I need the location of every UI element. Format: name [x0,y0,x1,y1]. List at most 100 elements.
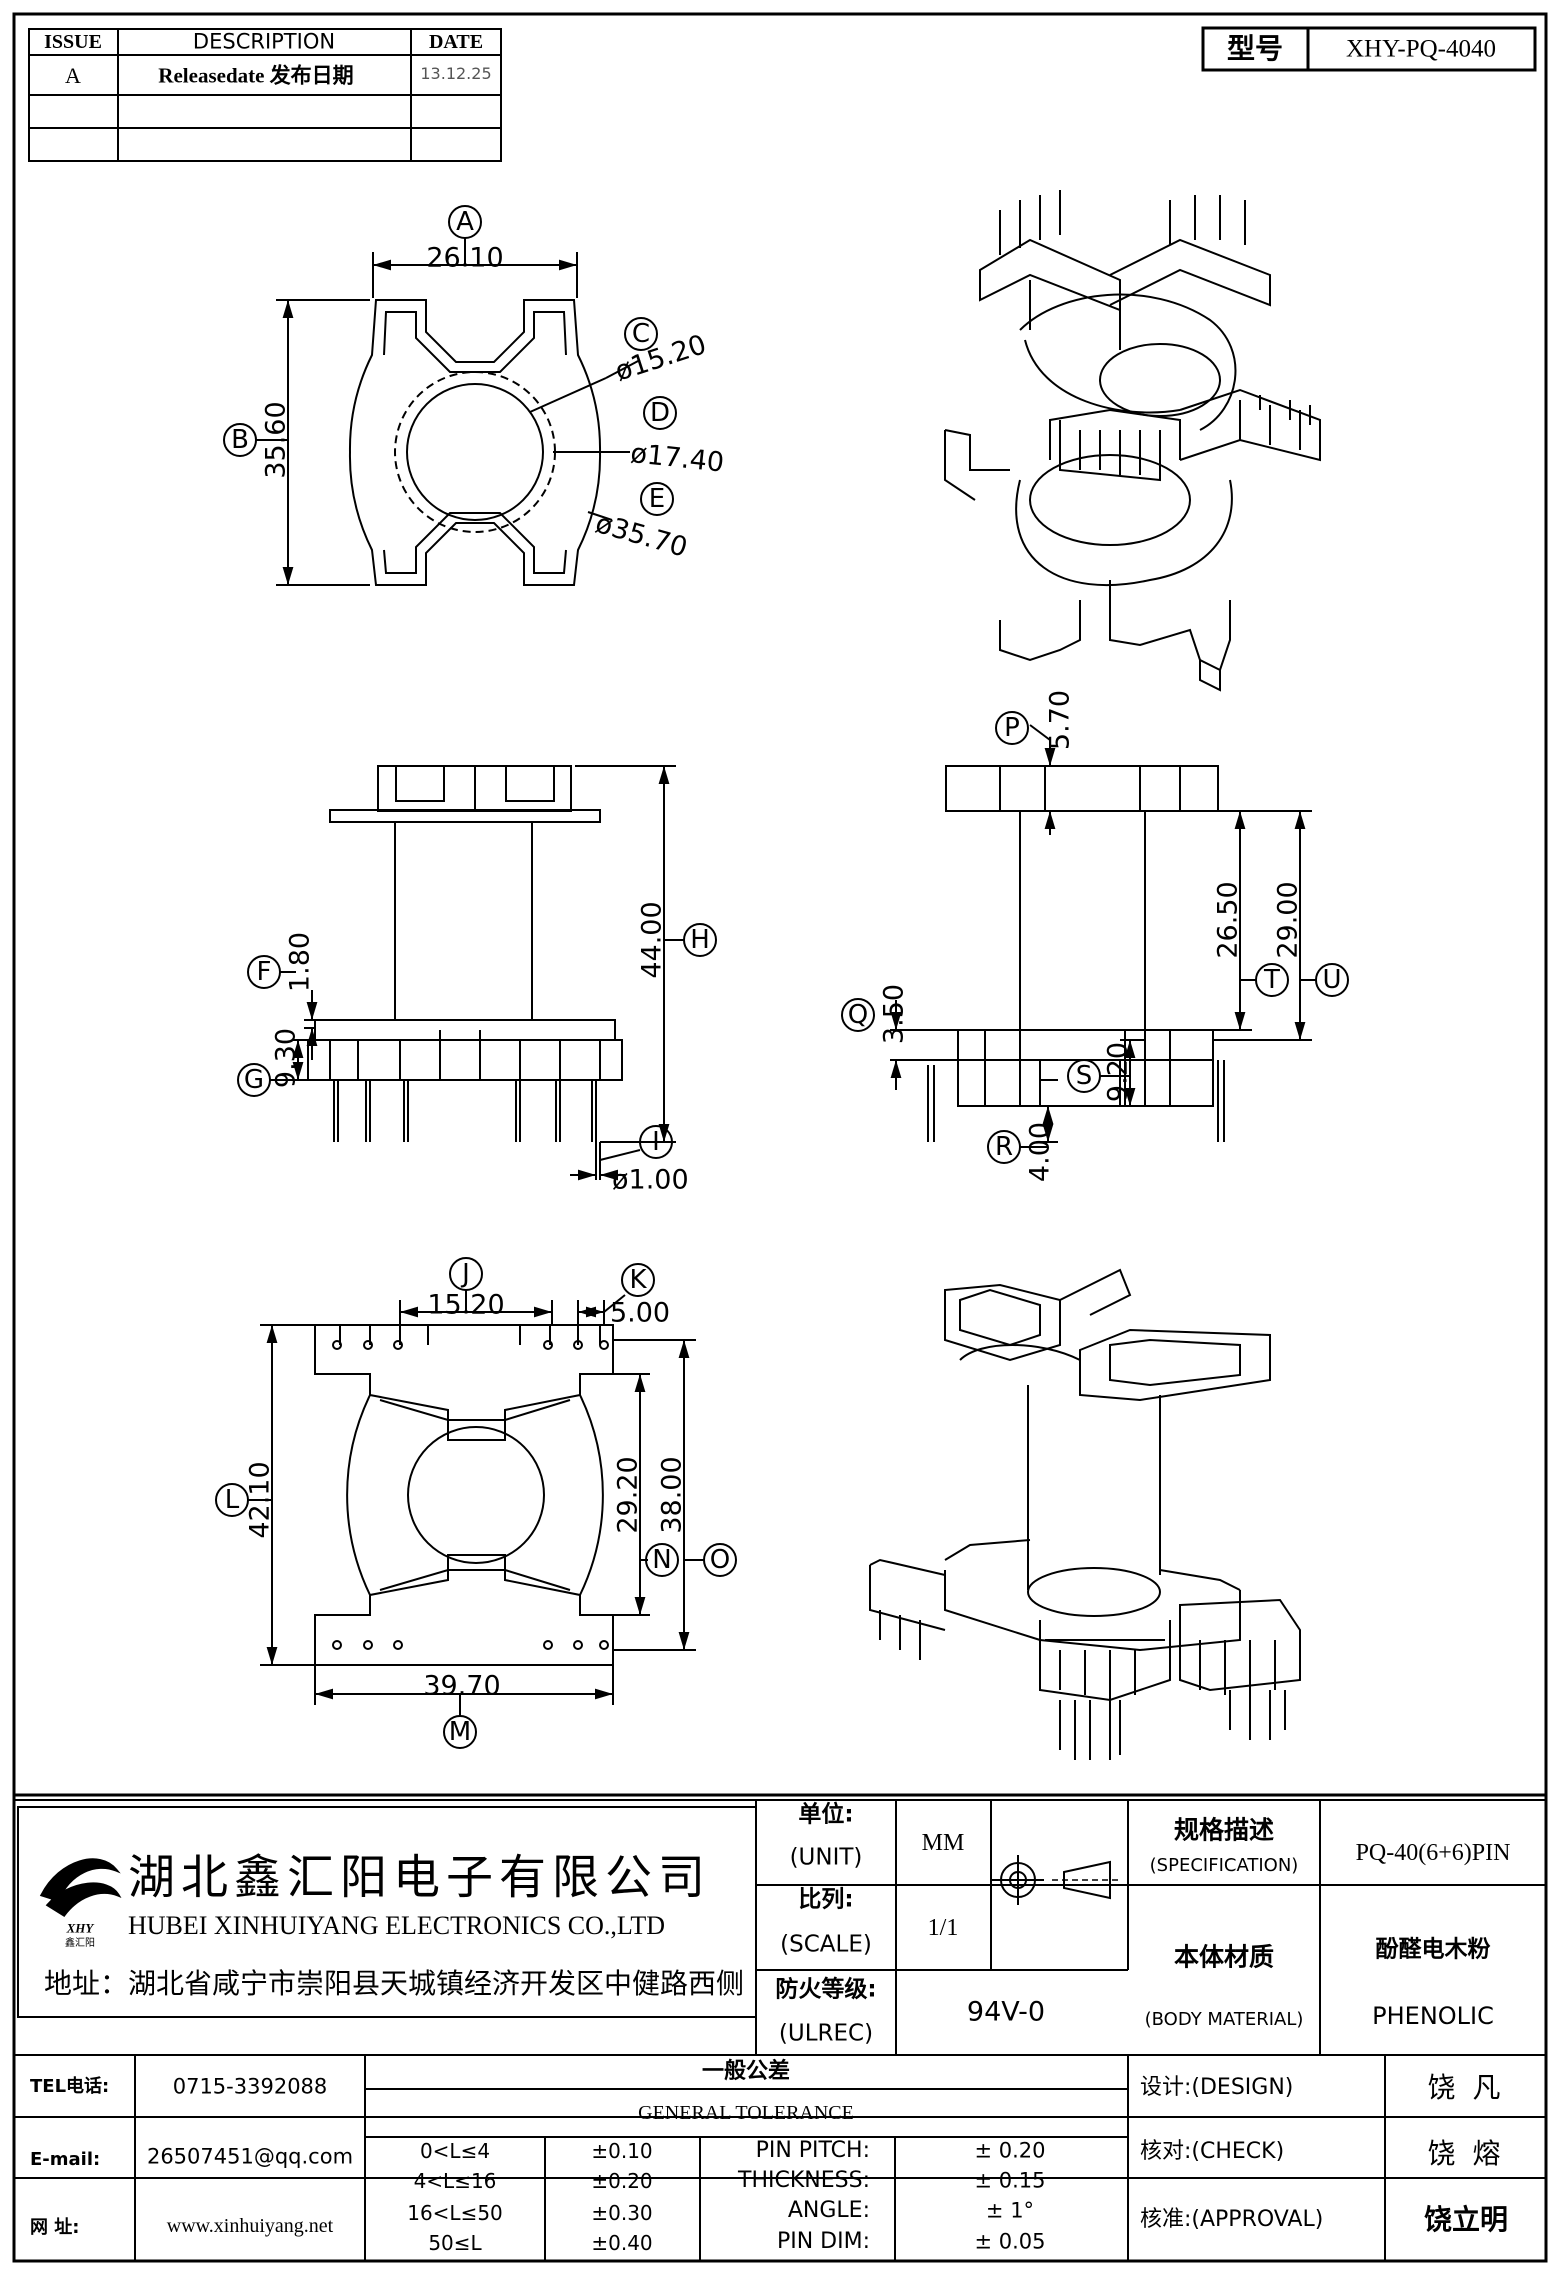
dim-i: ø1.00 [612,1164,689,1196]
tolerance-title-en: GENERAL TOLERANCE [638,2102,854,2124]
balloon-q: Q [847,1000,869,1030]
material-label-en: (BODY MATERIAL) [1144,2009,1304,2030]
tolerance-value-3: ±0.30 [591,2201,653,2225]
balloon-m: M [448,1717,472,1747]
signature-approval-name: 饶立明 [1423,2203,1509,2236]
tolerance-range-1: 0<L≤4 [419,2139,491,2163]
dim-l: 42.10 [244,1461,276,1539]
contact-tel-label: TEL电话: [30,2076,110,2097]
scale-value: 1/1 [927,1915,959,1941]
ulrec-value: 94V-0 [966,1996,1046,2028]
dim-h: 44.00 [636,901,668,979]
material-label: 本体材质 [1173,1942,1275,1972]
isometric-view-bottom [869,1268,1301,1760]
company-name-cn: 湖北鑫汇阳电子有限公司 [128,1850,711,1906]
balloon-e: E [648,484,666,514]
spec-pin-pitch-value: ± 0.20 [974,2138,1046,2163]
revision-row-description: Releasedate 发布日期 [158,63,354,88]
spec-thickness-label: THICKNESS: [738,2168,870,2193]
spec-thickness-value: ± 0.15 [974,2168,1046,2193]
balloon-l: L [224,1485,240,1515]
tolerance-value-4: ±0.40 [591,2231,653,2255]
balloon-p: P [1004,713,1020,743]
unit-label: 单位: [798,1801,854,1828]
balloon-o: O [709,1545,731,1575]
balloon-t: T [1264,965,1280,995]
balloon-h: H [690,925,710,955]
signature-check-label: 核对:(CHECK) [1140,2139,1285,2164]
company-name-en: HUBEI XINHUIYANG ELECTRONICS CO.,LTD [128,1911,666,1940]
spec-label: 规格描述 [1173,1815,1275,1845]
isometric-view-top [944,190,1321,692]
balloon-g: G [243,1065,265,1095]
drawing-border [12,12,1548,2263]
balloon-n: N [652,1545,672,1575]
dim-u: 29.00 [1272,881,1304,959]
scale-label-en: (SCALE) [780,1931,872,1958]
signature-approval-label: 核准:(APPROVAL) [1140,2207,1324,2232]
signature-design-label: 设计:(DESIGN) [1140,2075,1294,2100]
balloon-b: B [231,425,249,455]
unit-value: MM [921,1830,965,1856]
contact-website-value[interactable]: www.xinhuiyang.net [166,2215,334,2237]
balloon-k: K [629,1265,647,1295]
unit-label-en: (UNIT) [789,1844,863,1871]
ulrec-label: 防火等级: [775,1976,877,2003]
spec-pin-dim-label: PIN DIM: [776,2229,870,2254]
dim-s: 9.20 [1102,1041,1134,1103]
dim-j: 15.20 [427,1289,505,1321]
projection-symbol [992,1855,1122,1905]
signature-design-name: 饶 凡 [1427,2071,1505,2104]
revision-header-date: DATE [428,31,484,53]
spec-label-en: (SPECIFICATION) [1149,1855,1299,1876]
dim-n: 29.20 [612,1456,644,1534]
revision-row-issue: A [65,63,81,88]
dim-q: 3.50 [878,983,910,1045]
balloon-r: R [994,1132,1014,1162]
bottom-view [215,1257,737,1749]
contact-email-value[interactable]: 26507451@qq.com [146,2144,354,2169]
spec-angle-value: ± 1° [985,2198,1035,2223]
dim-r: 4.00 [1024,1121,1056,1183]
revision-header-issue: ISSUE [44,31,102,53]
dim-o: 38.00 [656,1456,688,1534]
contact-website-label: 网 址: [30,2217,80,2238]
contact-email-label: E-mail: [30,2149,101,2170]
dim-k: 5.00 [609,1297,671,1329]
tolerance-title-cn: 一般公差 [701,2059,791,2084]
spec-angle-label: ANGLE: [787,2198,870,2223]
dim-b: 35.60 [260,401,292,479]
model-box-grid [1201,26,1537,72]
spec-pin-dim-value: ± 0.05 [974,2229,1046,2254]
tolerance-value-2: ±0.20 [591,2169,653,2193]
material-value-cn: 酚醛电木粉 [1375,1936,1491,1963]
spec-value: PQ-40(6+6)PIN [1355,1840,1511,1866]
company-logo [39,1858,122,1918]
model-number: XHY-PQ-4040 [1346,35,1496,63]
title-block-grid [14,1793,1546,2261]
front-view [237,765,717,1181]
balloon-d: D [649,398,671,428]
logo-text: XHY [66,1920,94,1936]
top-view [223,205,677,586]
dim-a: 26.10 [426,242,504,274]
balloon-i: I [652,1127,660,1157]
contact-tel-value[interactable]: 0715-3392088 [172,2074,328,2099]
material-value-en: PHENOLIC [1372,2002,1494,2030]
dim-m: 39.70 [423,1670,501,1702]
revision-row-date: 13.12.25 [420,64,492,83]
balloon-a: A [456,207,474,237]
tolerance-range-4: 50≤L [428,2231,482,2255]
dim-f: 1.80 [284,931,316,993]
revision-header-description: DESCRIPTION [192,29,336,54]
signature-check-name: 饶 熔 [1427,2137,1505,2170]
scale-label: 比列: [798,1886,854,1913]
dim-t: 26.50 [1212,881,1244,959]
side-view [841,711,1349,1164]
model-label: 型号 [1226,32,1284,65]
dim-g: 9.30 [270,1027,302,1089]
tolerance-range-3: 16<L≤50 [407,2201,503,2225]
spec-pin-pitch-label: PIN PITCH: [755,2138,870,2163]
tolerance-range-2: 4<L≤16 [413,2169,497,2193]
